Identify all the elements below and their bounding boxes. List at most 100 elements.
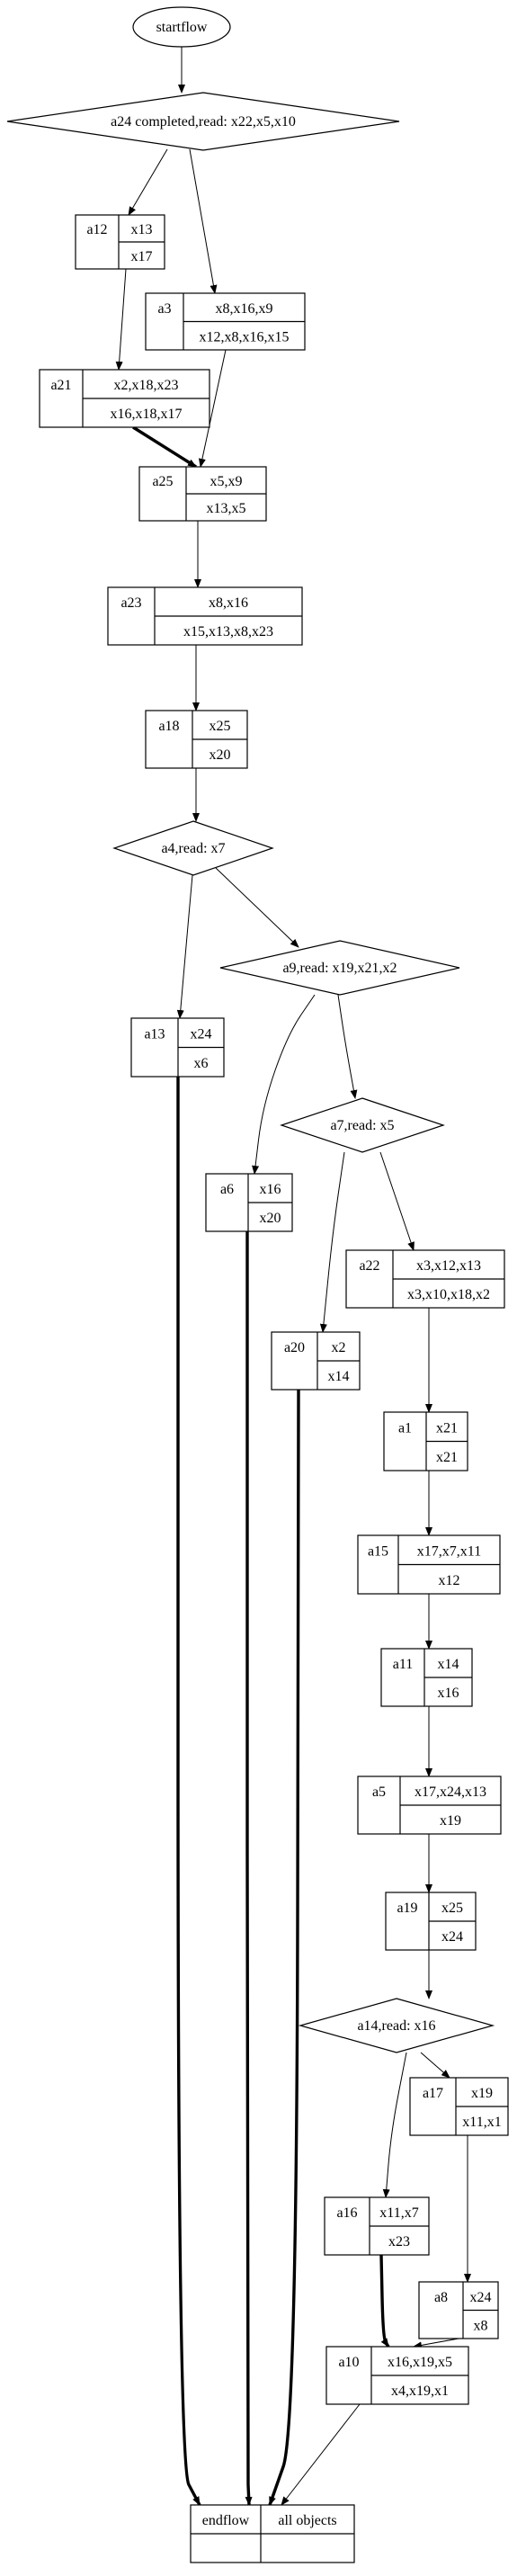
node-name: a16 [336, 2205, 357, 2221]
edge-d3-to-d4 [337, 994, 358, 1099]
node-reads: x14 [438, 1657, 459, 1672]
node-reads: x19 [471, 2086, 493, 2101]
node-writes: x16 [438, 1686, 459, 1701]
node-name: a1 [398, 1420, 412, 1436]
start-node: startflow [132, 6, 231, 48]
edge-a10-to-end [281, 2403, 361, 2506]
decision-diamond [298, 1998, 495, 2053]
activity-node-a19: a19 x25 x24 [385, 1892, 477, 1951]
node-reads: x2,x18,x23 [114, 378, 179, 393]
node-writes: x13,x5 [207, 501, 246, 516]
node-reads: x24 [191, 1026, 212, 1042]
node-reads: x8,x16 [209, 595, 248, 611]
node-writes: x16,x18,x17 [111, 407, 183, 422]
node-reads: x11,x7 [379, 2205, 418, 2221]
start-label: startflow [156, 20, 208, 35]
node-reads: x13 [131, 222, 153, 237]
node-writes: x14 [328, 1369, 350, 1384]
node-writes: x6 [194, 1056, 209, 1071]
edge-d5-to-a16 [382, 2052, 407, 2198]
decision-label: a7,read: x5 [330, 1118, 394, 1133]
edge-a12-to-a21 [115, 268, 127, 371]
decision-label: a9,read: x19,x21,x2 [282, 961, 397, 976]
node-name: a19 [397, 1901, 417, 1916]
node-writes: x8 [474, 2318, 488, 2333]
edge-a8-to-a10 [413, 2338, 459, 2349]
edge-a6-to-end [245, 1231, 253, 2506]
activity-node-a17: a17 x19 x11,x1 [409, 2077, 509, 2136]
node-name: a23 [120, 595, 141, 611]
edge-a3-to-a25 [198, 349, 227, 468]
node-reads: x16 [260, 1182, 281, 1197]
edge-d5-to-a17 [420, 2052, 450, 2079]
node-reads: x8,x16,x9 [216, 301, 273, 317]
edge-a16-to-a10 [379, 2254, 390, 2348]
activity-node-a23: a23 x8,x16 x15,x13,x8,x23 [107, 586, 303, 646]
activity-node-a21: a21 x2,x18,x23 x16,x18,x17 [39, 369, 210, 428]
edge-a20-to-end [268, 1389, 300, 2506]
node-writes: x12 [439, 1573, 460, 1588]
decision-diamond [219, 940, 460, 996]
decision-diamond [280, 1097, 445, 1153]
node-name: a25 [152, 474, 173, 489]
activity-node-a12: a12 x13 x17 [75, 214, 165, 270]
node-name: a22 [359, 1258, 379, 1274]
node-reads: x17,x24,x13 [415, 1784, 486, 1800]
edge-d2-to-a13 [176, 874, 193, 1019]
decision-d1: a24 completed,read: x22,x5,x10 [6, 92, 400, 151]
end-label: endflow [202, 2513, 250, 2528]
edge-d4-to-a22 [379, 1151, 415, 1251]
node-writes: x21 [436, 1450, 458, 1465]
node-name: a21 [50, 378, 71, 393]
node-reads: x17,x7,x11 [417, 1543, 481, 1559]
node-reads: x25 [210, 719, 231, 734]
node-name: a17 [423, 2086, 443, 2101]
edge-a13-to-end [176, 1077, 201, 2506]
edge-d1-to-a12 [128, 148, 168, 216]
node-writes: x11,x1 [462, 2115, 501, 2130]
activity-node-a13: a13 x24 x6 [130, 1017, 225, 1078]
decision-label: a24 completed,read: x22,x5,x10 [111, 114, 296, 130]
decision-label: a4,read: x7 [161, 841, 225, 856]
node-writes: x3,x10,x18,x2 [407, 1287, 490, 1302]
node-name: a13 [144, 1026, 165, 1042]
node-name: a18 [158, 719, 179, 734]
decision-d3: a9,read: x19,x21,x2 [219, 940, 460, 996]
edge-a21-to-a25 [132, 425, 197, 469]
node-reads: x21 [436, 1420, 458, 1436]
node-writes: x20 [210, 747, 231, 763]
node-name: a20 [284, 1340, 305, 1355]
edge-d1-to-a3 [189, 148, 218, 294]
decision-label: a14,read: x16 [357, 2018, 435, 2034]
node-writes: x19 [440, 1813, 461, 1829]
node-name: a10 [338, 2355, 359, 2370]
edge-layer [115, 47, 471, 2506]
node-writes: x15,x13,x8,x23 [183, 624, 273, 640]
node-name: a15 [368, 1543, 388, 1559]
node-writes: x4,x19,x1 [391, 2384, 449, 2399]
node-reads: x24 [470, 2290, 492, 2305]
activity-node-a15: a15 x17,x7,x11 x12 [357, 1534, 501, 1595]
node-reads: x25 [441, 1901, 463, 1916]
node-reads: x16,x19,x5 [388, 2355, 452, 2370]
decision-diamond [112, 820, 274, 876]
node-name: a12 [86, 222, 107, 237]
node-name: a5 [372, 1784, 386, 1800]
edge-d3-to-a6 [252, 994, 316, 1175]
node-writes: x24 [441, 1929, 463, 1945]
activity-node-a1: a1 x21 x21 [383, 1411, 468, 1471]
start-ellipse [132, 6, 231, 48]
node-writes: x12,x8,x16,x15 [200, 329, 290, 344]
decision-d4: a7,read: x5 [280, 1097, 445, 1153]
node-layer: startflow a24 completed,read: x22,x5,x10 a… [6, 6, 509, 2563]
node-writes: x17 [131, 249, 153, 264]
